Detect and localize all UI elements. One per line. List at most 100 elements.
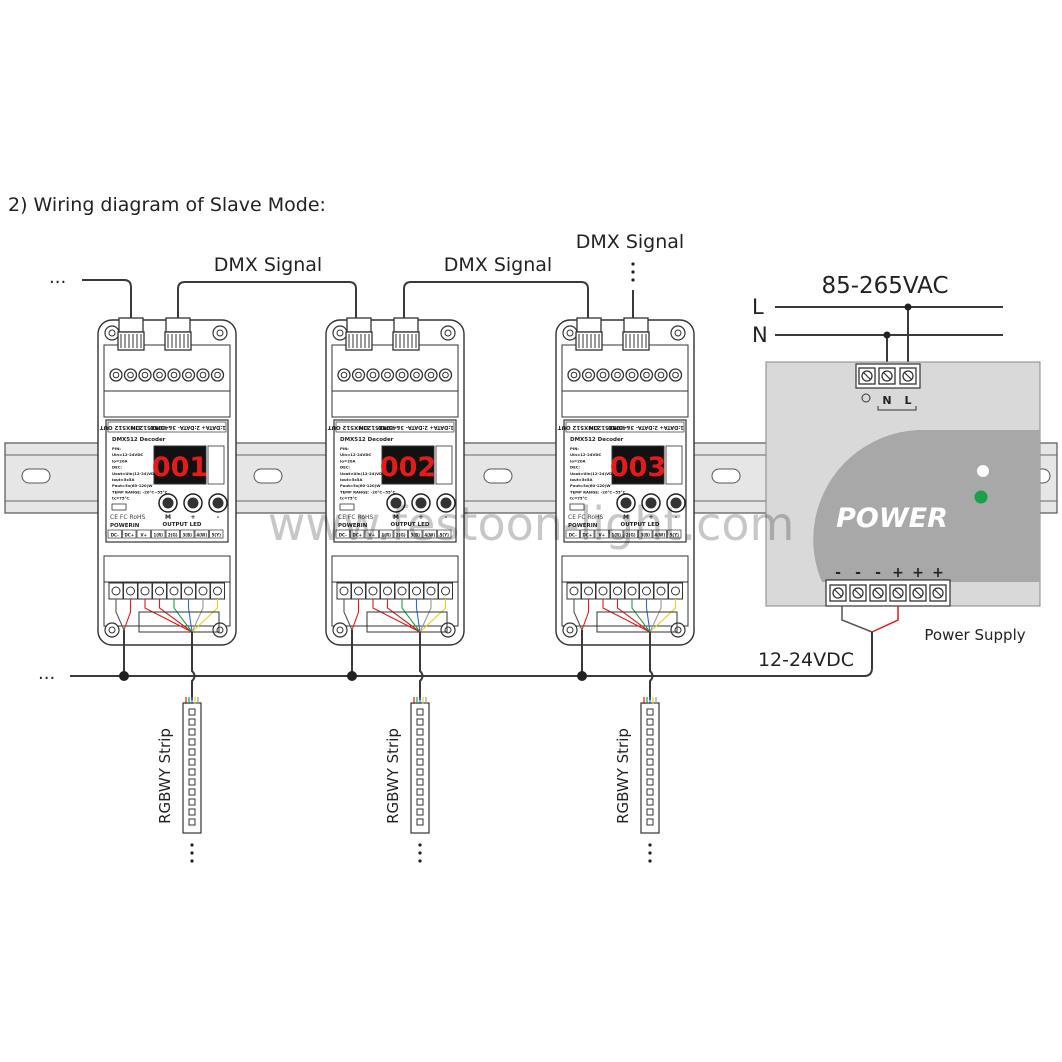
bus-junction-dot — [119, 671, 129, 681]
dmx-out-connector — [392, 317, 420, 351]
dmx-continuation-up-dots — [631, 262, 635, 282]
header-dmx-in: DMX512 IN — [588, 424, 623, 430]
button-label: + — [648, 514, 653, 521]
strip-continuation-dot — [648, 859, 652, 863]
led-chip — [188, 798, 196, 806]
decoder-spec: Uout=Uin(12-24)VDC — [570, 471, 615, 476]
decoder-spec: PIN: — [340, 446, 349, 451]
led-chip — [416, 798, 424, 806]
ps-dc-terminal-sign: + — [932, 565, 944, 581]
header-pinout: 1:DATA+ 2:DATA- 3&4:GND — [378, 424, 454, 430]
bus-junction-dot — [347, 671, 357, 681]
bus-continuation-left: ... — [38, 663, 55, 684]
button-label: + — [190, 514, 195, 521]
decoder-spec: Io=20A — [340, 458, 355, 463]
led-strip: RGBWY Strip — [156, 697, 202, 863]
led-chip — [416, 708, 424, 716]
strip-label: RGBWY Strip — [156, 728, 174, 824]
decoder-spec: TEMP RANGE: -20°C~55°C — [340, 489, 396, 494]
terminal-label: DC+ — [582, 532, 592, 537]
decoder-spec: Io=20A — [112, 458, 127, 463]
line-l-label: L — [752, 295, 764, 319]
header-pinout: 1:DATA+ 2:DATA- 3&4:GND — [608, 424, 684, 430]
decoder-spec: Iout=5x5A — [340, 477, 362, 482]
ps-dc-terminal-sign: + — [892, 565, 904, 581]
ps-dc-terminal-sign: + — [912, 565, 924, 581]
terminal-label: DC+ — [352, 532, 362, 537]
button-label: - — [445, 514, 448, 521]
led-chip — [646, 738, 654, 746]
header-dmx-in: DMX512 IN — [358, 424, 393, 430]
ps-dc-terminal-sign: - — [875, 565, 881, 581]
vac-label: 85-265VAC — [821, 273, 948, 299]
dip-switch[interactable] — [339, 503, 355, 511]
led-chip — [416, 818, 424, 826]
button-label: M — [393, 514, 399, 521]
power-indicator-green — [974, 490, 988, 504]
dmx-signal-label-2: DMX Signal — [444, 254, 552, 276]
address-display — [381, 445, 435, 485]
led-chip — [416, 718, 424, 726]
led-chip — [646, 708, 654, 716]
decoder-spec: DEC: — [112, 465, 123, 470]
terminal-label: DC- — [339, 532, 347, 537]
decoder-spec: Uin=12-24VDC — [570, 452, 602, 457]
header-dmx-in: DMX512 IN — [130, 424, 165, 430]
dmx-signal-label-3: DMX Signal — [576, 231, 684, 253]
dmx-in-connector — [345, 317, 373, 351]
address-digits: 002 — [380, 452, 436, 483]
led-chip — [416, 728, 424, 736]
strip-continuation-dot — [190, 859, 194, 863]
decoder-spec: Uin=12-24VDC — [112, 452, 144, 457]
power-label: POWER — [836, 503, 948, 534]
decoder-spec: tc=75°C — [340, 496, 357, 501]
button-label: M — [623, 514, 629, 521]
led-chip — [646, 718, 654, 726]
dmx-wiring — [82, 279, 634, 318]
button-label: M — [165, 514, 171, 521]
led-chip — [416, 808, 424, 816]
button-label: - — [217, 514, 220, 521]
address-display — [153, 445, 207, 485]
terminal-label: DC- — [111, 532, 119, 537]
led-chip — [416, 738, 424, 746]
terminal-label: 1(R) — [153, 532, 163, 537]
led-chip — [188, 768, 196, 776]
terminal-label: 2(G) — [626, 532, 636, 537]
button-label: + — [418, 514, 423, 521]
header-dmx-out: DMX512 OUT — [557, 424, 598, 430]
cert-marks: CE FC RoHS — [110, 514, 146, 521]
terminal-label: 5(Y) — [212, 532, 222, 537]
ps-dc-terminal-sign: - — [855, 565, 861, 581]
strip-continuation-dot — [418, 843, 422, 847]
terminal-label: 3(B) — [641, 532, 651, 537]
output-led-label: OUTPUT LED — [621, 522, 660, 528]
terminal-label: 2(G) — [168, 532, 178, 537]
terminal-label: V+ — [599, 532, 605, 537]
dmx-out-connector — [164, 317, 192, 351]
decoder-model: DMX512 Decoder — [112, 437, 166, 443]
dmx-continuation-left: ... — [49, 267, 66, 288]
led-chip — [646, 798, 654, 806]
terminal-label: 3(B) — [183, 532, 193, 537]
dip-switch[interactable] — [111, 503, 127, 511]
led-strip: RGBWY Strip — [614, 697, 660, 863]
power-supply-label: Power Supply — [924, 626, 1025, 644]
strip-continuation-dot — [648, 851, 652, 855]
dmx-in-connector — [575, 317, 603, 351]
power-in-label: POWERIN — [110, 523, 140, 529]
led-chip — [188, 788, 196, 796]
led-chip — [416, 748, 424, 756]
decoder-spec: Uout=Uin(12-24)VDC — [112, 471, 157, 476]
led-chip — [646, 818, 654, 826]
terminal-label: 4(W) — [424, 532, 435, 537]
strip-continuation-dot — [418, 859, 422, 863]
led-chip — [188, 808, 196, 816]
led-chip — [646, 808, 654, 816]
terminal-label: 1(R) — [611, 532, 621, 537]
led-chip — [646, 768, 654, 776]
power-in-label: POWERIN — [568, 523, 598, 529]
dip-switch[interactable] — [569, 503, 585, 511]
header-pinout: 1:DATA+ 2:DATA- 3&4:GND — [150, 424, 226, 430]
header-dmx-out: DMX512 OUT — [327, 424, 368, 430]
